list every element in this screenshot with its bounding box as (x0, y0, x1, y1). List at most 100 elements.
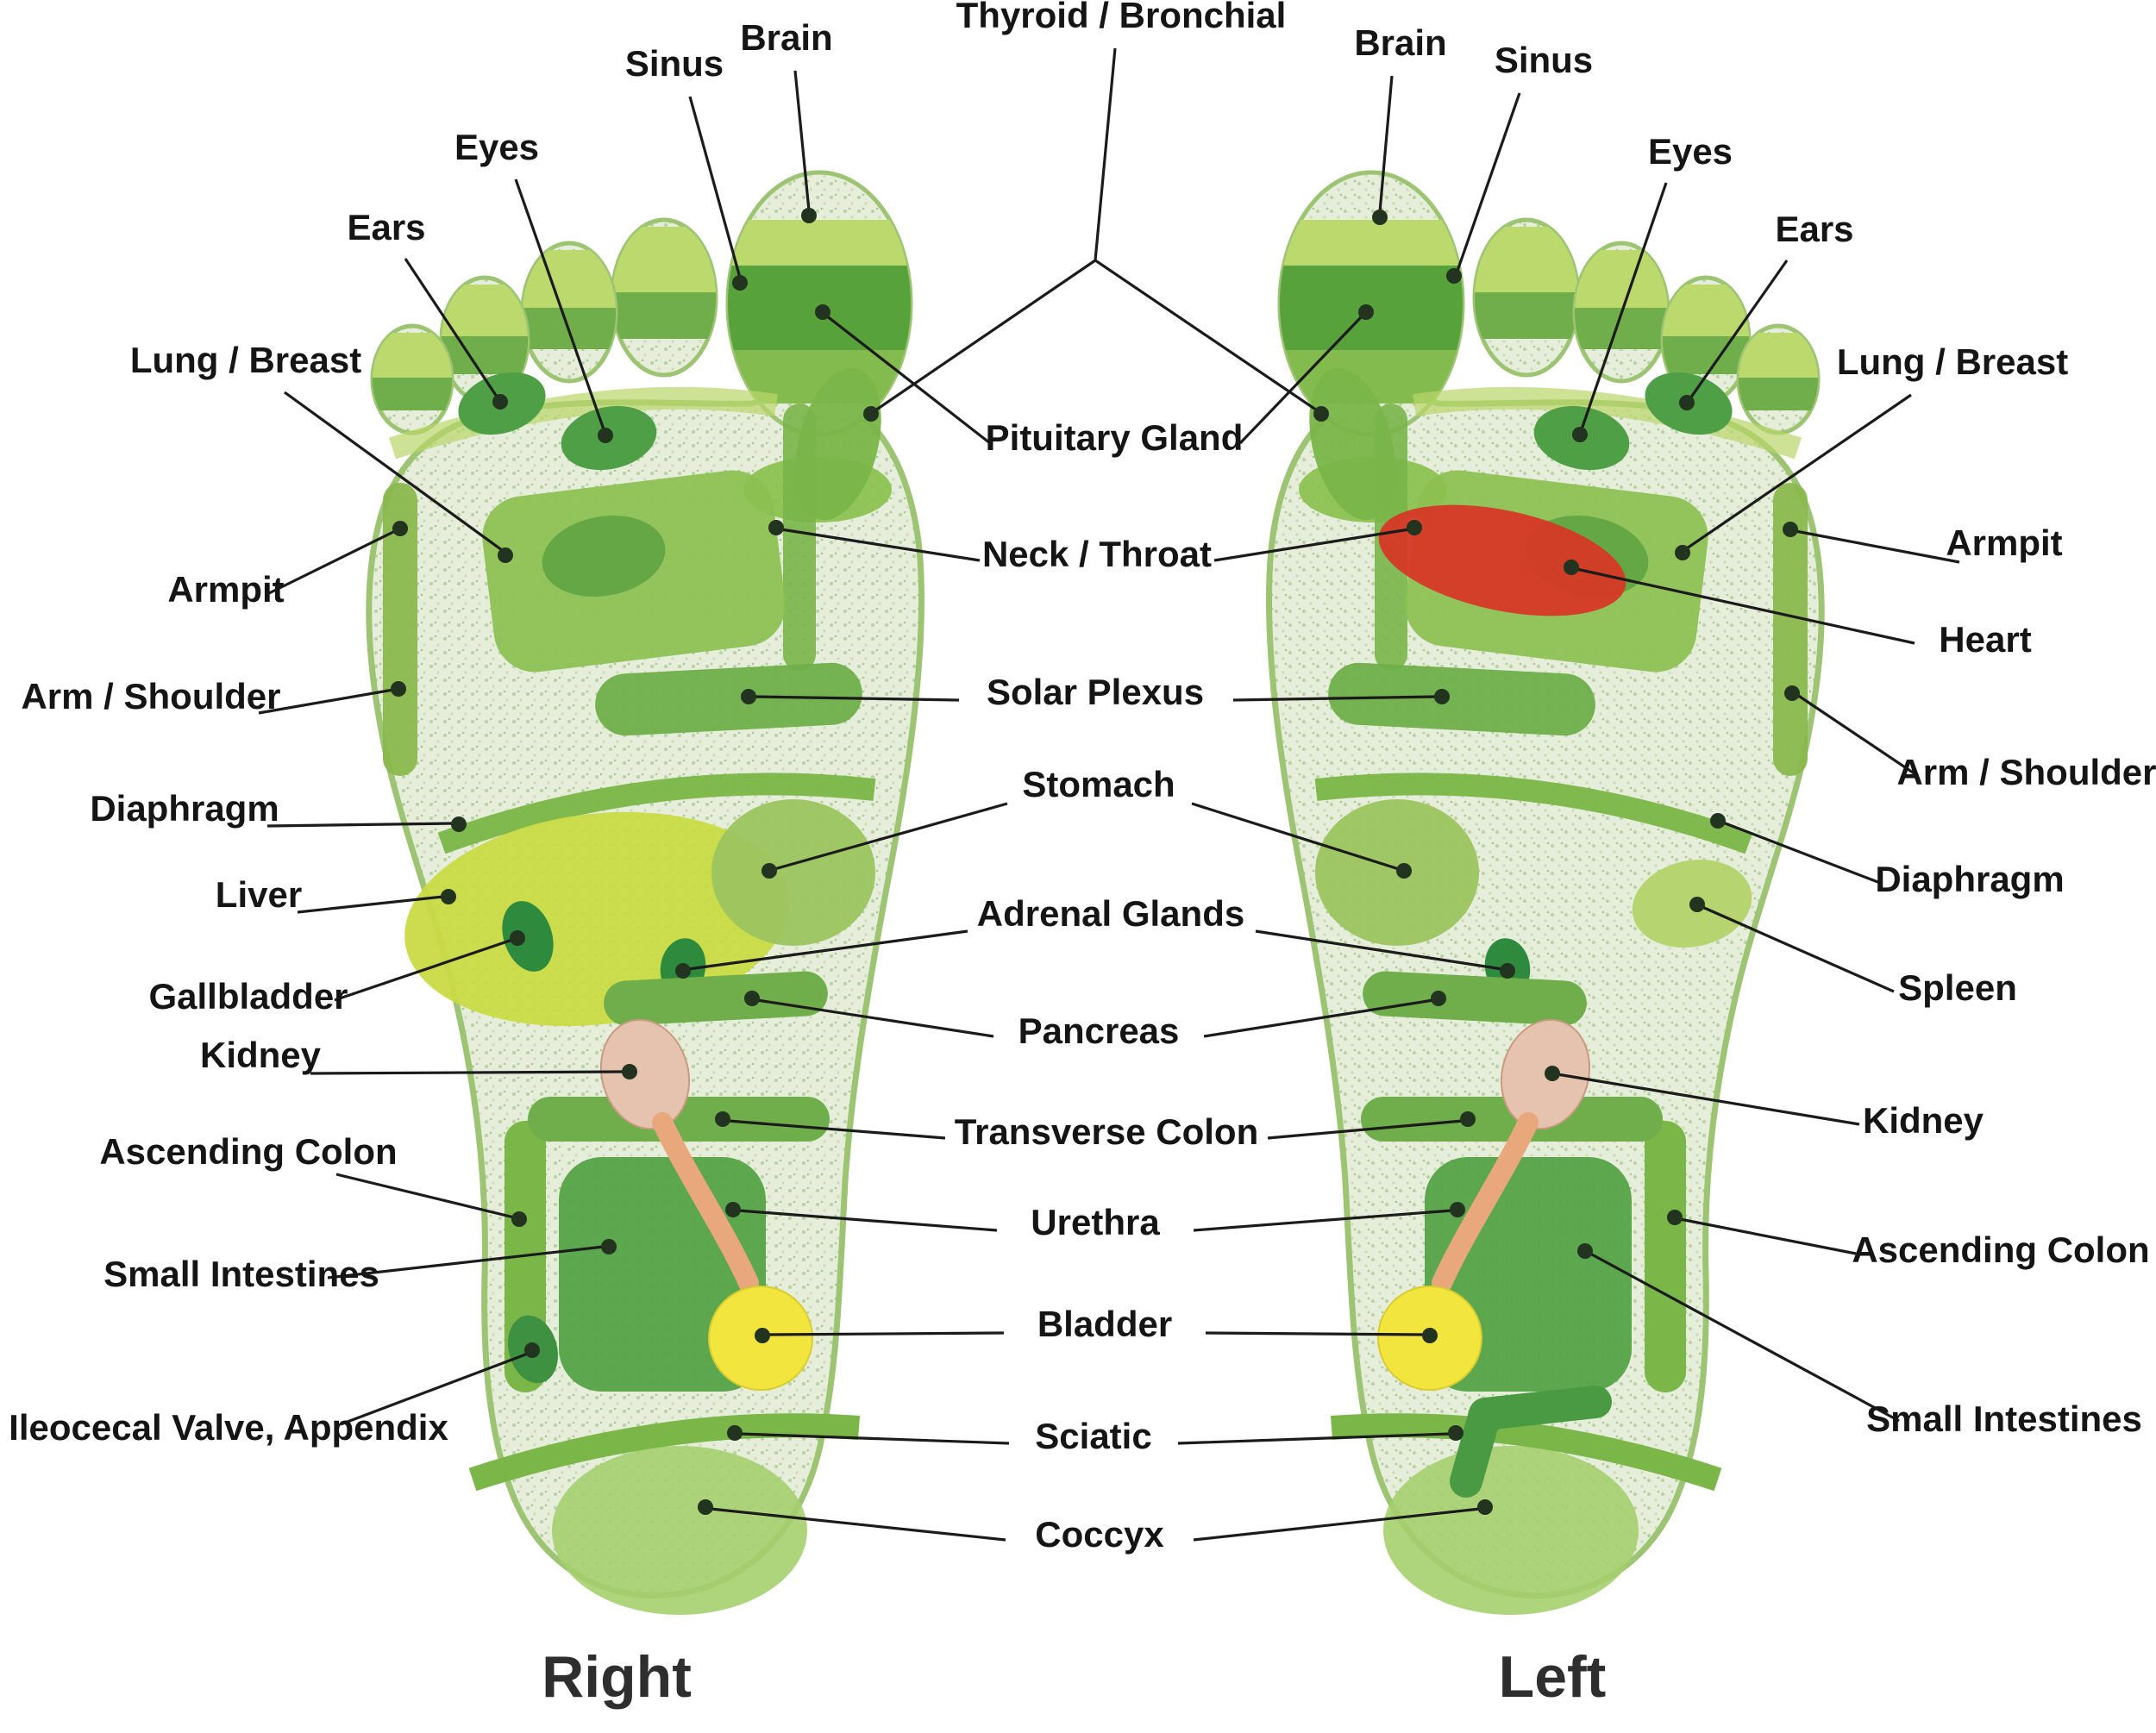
label-pancreas: Pancreas (1018, 1010, 1180, 1051)
label-group-transverse-colon: Transverse Colon (715, 1111, 1476, 1152)
zone-dot (801, 208, 817, 223)
leader-line (1795, 529, 1960, 564)
label-thyroid-bronchial: Thyroid / Bronchial (956, 0, 1287, 35)
footer-left-foot-label: Left (1499, 1644, 1607, 1710)
leader-line (1238, 314, 1364, 445)
label-group-brain-left: Brain (740, 17, 833, 223)
leader-line (737, 1209, 998, 1232)
zone-dot (451, 816, 467, 832)
leader-line (793, 70, 811, 211)
zone-dot (1545, 1066, 1560, 1081)
label-ears-right: Ears (1775, 209, 1853, 249)
leader-line (340, 1352, 529, 1426)
zone-dot (1434, 689, 1450, 704)
zone-dot (622, 1064, 637, 1079)
leader-line (1177, 1432, 1451, 1445)
zone-dot (1577, 1243, 1593, 1259)
label-group-lung-breast-left: Lung / Breast (130, 340, 513, 563)
label-group-pituitary-gland: Pituitary Gland (815, 304, 1374, 458)
leader-line (1702, 905, 1895, 993)
label-group-small-intestines-right: Small Intestines (1577, 1243, 2142, 1439)
leader-line (268, 529, 396, 595)
leader-line (334, 938, 513, 1002)
zone-dot (1358, 304, 1374, 320)
leader-line (1193, 1507, 1481, 1542)
zone-dot (727, 1425, 743, 1441)
label-group-lung-breast-right: Lung / Breast (1675, 341, 2068, 560)
label-group-diaphragm-right: Diaphragm (1710, 813, 2065, 899)
zone-dot (1667, 1210, 1683, 1225)
zone-dot (755, 1328, 770, 1343)
label-group-gallbladder-left: Gallbladder (148, 930, 525, 1017)
label-brain-right: Brain (1354, 22, 1446, 63)
label-group-arm-shoulder-left: Arm / Shoulder (21, 676, 406, 716)
leader-line (1203, 998, 1434, 1038)
zone-dot (524, 1342, 540, 1358)
zone-dot (1372, 210, 1388, 225)
leader-line (710, 1507, 1006, 1542)
label-spleen: Spleen (1898, 967, 2017, 1008)
zone-heart (1378, 504, 1626, 616)
leader-line (739, 1432, 1010, 1445)
zone-dot (1783, 522, 1798, 537)
zone-dot (1710, 813, 1726, 829)
label-ears-left: Ears (347, 207, 425, 247)
label-armpit-left: Armpit (167, 569, 284, 610)
label-sciatic: Sciatic (1035, 1416, 1151, 1456)
leader-line (1255, 929, 1503, 971)
label-bladder: Bladder (1037, 1304, 1172, 1344)
leader-line (1686, 393, 1912, 550)
footer-right-foot-label: Right (542, 1644, 692, 1710)
label-lung-breast-left: Lung / Breast (130, 340, 361, 380)
zone-dot (601, 1239, 617, 1254)
label-ascending-colon-left: Ascending Colon (99, 1131, 397, 1172)
leader-line (1679, 1217, 1857, 1255)
leader-line (1213, 528, 1410, 562)
zone-dot (698, 1499, 713, 1515)
label-group-thyroid-bronchial: Thyroid / Bronchial (863, 0, 1329, 422)
label-group-sciatic: Sciatic (727, 1416, 1463, 1456)
zone-dot (1450, 1202, 1465, 1217)
label-armpit-right: Armpit (1946, 522, 2062, 563)
zone-dot (1396, 863, 1412, 879)
label-group-ears-right: Ears (1679, 209, 1854, 410)
label-group-armpit-left: Armpit (167, 521, 408, 610)
zone-dot (1679, 395, 1695, 410)
label-group-spleen: Spleen (1689, 897, 2017, 1008)
zone-dot (1784, 685, 1800, 701)
label-liver-left: Liver (216, 874, 302, 915)
zone-dot (1460, 1111, 1476, 1127)
label-group-sinus-left: Sinus (625, 43, 748, 291)
leader-line (284, 391, 503, 552)
zone-dot (1446, 268, 1462, 284)
label-lung-breast-right: Lung / Breast (1837, 341, 2068, 382)
zone-dot (1448, 1425, 1463, 1441)
leader-line (1576, 567, 1915, 645)
label-urethra: Urethra (1031, 1202, 1160, 1242)
leader-line (1191, 802, 1400, 871)
leader-line (1689, 260, 1789, 399)
label-brain-left: Brain (740, 17, 832, 58)
zone-dot (768, 520, 784, 535)
zone-gallbladder (502, 901, 554, 972)
label-group-urethra: Urethra (725, 1202, 1465, 1242)
zone-dot (741, 689, 756, 704)
label-group-small-intestines-left: Small Intestines (103, 1239, 617, 1294)
label-solar-plexus: Solar Plexus (987, 672, 1204, 712)
leader-line (774, 802, 1008, 871)
label-small-intestines-left: Small Intestines (103, 1254, 379, 1294)
zone-dot (1313, 406, 1329, 422)
label-pituitary-gland: Pituitary Gland (986, 417, 1244, 458)
zone-dot (1407, 520, 1422, 535)
zone-dot (761, 863, 777, 879)
right-foot (369, 172, 922, 1615)
label-eyes-left: Eyes (454, 127, 539, 167)
label-diaphragm-left: Diaphragm (90, 788, 279, 829)
label-adrenal-glands: Adrenal Glands (977, 893, 1244, 934)
label-eyes-right: Eyes (1648, 131, 1733, 172)
zone-sigmoid-colon (1450, 1386, 1612, 1498)
zone-dot (675, 963, 691, 979)
label-group-liver-left: Liver (216, 874, 456, 915)
label-sinus-left: Sinus (625, 43, 724, 84)
